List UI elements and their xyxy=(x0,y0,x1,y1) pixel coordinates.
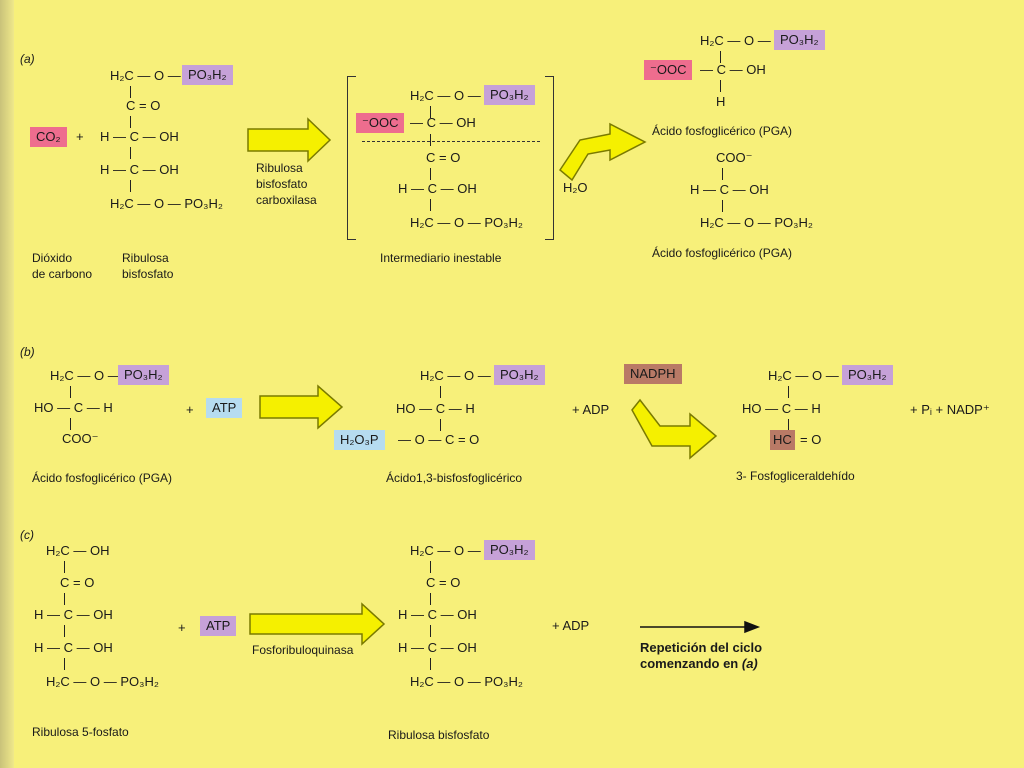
int-c1: H₂C — O — xyxy=(410,88,481,103)
plus-adp-c: + ADP xyxy=(552,618,590,633)
rubpc-c1: H₂C — O — xyxy=(410,543,481,558)
repeat-ref: (a) xyxy=(741,656,758,671)
pga1-carboxylate-box: ⁻OOC xyxy=(644,60,693,80)
arrow-a-water xyxy=(559,122,647,182)
atp-box: ATP xyxy=(200,616,237,636)
panel-b-label: (b) xyxy=(20,345,35,359)
r5p-c5: H₂C — O — PO₃H₂ xyxy=(46,674,159,689)
cleavage-line xyxy=(362,141,540,142)
arrow-b-nadph xyxy=(631,398,718,460)
nadph-box: NADPH xyxy=(624,364,682,384)
products-b: + Pᵢ + NADP⁺ xyxy=(910,402,990,417)
enzyme-line1: Ribulosa xyxy=(256,161,303,175)
pgab-name: Ácido fosfoglicérico (PGA) xyxy=(32,471,173,485)
pga1-c3: H xyxy=(716,94,726,109)
rubpc-phosphate-box: PO₃H₂ xyxy=(484,540,535,560)
pga2-name: Ácido fosfoglicérico (PGA) xyxy=(652,246,793,260)
pga1-c2: — C — OH xyxy=(700,62,766,77)
bpg-c2: HO — C — H xyxy=(396,401,475,416)
repeat-line2: comenzando en (a) xyxy=(640,656,758,672)
plus-sign: + xyxy=(76,129,84,144)
rubp-c4: H — C — OH xyxy=(100,162,179,177)
g3p-aldehyde-box: HC xyxy=(770,430,795,450)
pga2-c3: H₂C — O — PO₃H₂ xyxy=(700,215,813,230)
arrow-b-atp xyxy=(259,384,344,430)
bracket-left xyxy=(347,76,356,240)
pga2-c2: H — C — OH xyxy=(690,182,769,197)
water: H₂O xyxy=(563,180,588,195)
plus-sign: + xyxy=(178,620,186,635)
enzyme-line2: bisfosfato xyxy=(256,177,308,191)
bpg-phosphate-box: PO₃H₂ xyxy=(494,365,545,385)
rubp-c3: H — C — OH xyxy=(100,129,179,144)
pga2-c1: COO⁻ xyxy=(716,150,753,165)
plus-sign: + xyxy=(186,402,194,417)
repeat-text: comenzando en xyxy=(640,656,742,671)
g3p-c2: HO — C — H xyxy=(742,401,821,416)
rubp-c5: H₂C — O — PO₃H₂ xyxy=(110,196,223,211)
rubp-c1: H₂C — O — xyxy=(110,68,181,83)
r5p-c3: H — C — OH xyxy=(34,607,113,622)
r5p-name: Ribulosa 5-fosfato xyxy=(32,725,129,739)
pgab-c3: COO⁻ xyxy=(62,431,99,446)
g3p-c3: = O xyxy=(800,432,822,447)
arrow-c-kinase xyxy=(249,602,386,646)
rubpc-c4: H — C — OH xyxy=(398,640,477,655)
rubpc-c3: H — C — OH xyxy=(398,607,477,622)
int-c4: H — C — OH xyxy=(398,181,477,196)
co2-name-line2: de carbono xyxy=(32,267,93,281)
int-c5: H₂C — O — PO₃H₂ xyxy=(410,215,523,230)
plus-adp: + ADP xyxy=(572,402,610,417)
bracket-right xyxy=(545,76,554,240)
int-phosphate-box: PO₃H₂ xyxy=(484,85,535,105)
rubpc-c2: C = O xyxy=(426,575,461,590)
repeat-line1: Repetición del ciclo xyxy=(640,640,763,655)
pga1-phosphate-box: PO₃H₂ xyxy=(774,30,825,50)
panel-c-label: (c) xyxy=(20,528,34,542)
arrow-a-carboxylase xyxy=(247,117,332,163)
r5p-c1: H₂C — OH xyxy=(46,543,110,558)
pgab-c2: HO — C — H xyxy=(34,400,113,415)
enzyme-line3: carboxilasa xyxy=(256,193,317,207)
pga1-name: Ácido fosfoglicérico (PGA) xyxy=(652,124,793,138)
rubp-name-line2: bisfosfato xyxy=(122,267,174,281)
pgab-phosphate-box: PO₃H₂ xyxy=(118,365,169,385)
bpg-phosphate2-box: H₂O₃P xyxy=(334,430,385,450)
g3p-phosphate-box: PO₃H₂ xyxy=(842,365,893,385)
panel-a-label: (a) xyxy=(20,52,35,66)
atp-box: ATP xyxy=(206,398,243,418)
g3p-c1: H₂C — O — xyxy=(768,368,839,383)
int-carboxylate-box: ⁻OOC xyxy=(356,113,405,133)
r5p-c4: H — C — OH xyxy=(34,640,113,655)
bpg-name: Ácido1,3-bisfosfoglicérico xyxy=(386,471,523,485)
bpg-c3: — O — C = O xyxy=(398,432,480,447)
r5p-c2: C = O xyxy=(60,575,95,590)
phosphate-box: PO₃H₂ xyxy=(182,65,233,85)
co2-box: CO₂ xyxy=(30,127,67,147)
rubpc-c5: H₂C — O — PO₃H₂ xyxy=(410,674,523,689)
page-edge-shadow xyxy=(0,0,14,768)
g3p-name: 3- Fosfogliceraldehído xyxy=(736,469,855,483)
rubpc-name: Ribulosa bisfosfato xyxy=(388,728,490,742)
rubp-name-line1: Ribulosa xyxy=(122,251,169,265)
int-c3: C = O xyxy=(426,150,461,165)
int-c2: — C — OH xyxy=(410,115,476,130)
bpg-c1: H₂C — O — xyxy=(420,368,491,383)
rubp-c2: C = O xyxy=(126,98,161,113)
pgab-c1: H₂C — O — xyxy=(50,368,121,383)
intermediate-name: Intermediario inestable xyxy=(380,251,502,265)
pga1-c1: H₂C — O — xyxy=(700,33,771,48)
kinase-name: Fosforibuloquinasa xyxy=(252,643,354,657)
co2-name-line1: Dióxido xyxy=(32,251,73,265)
